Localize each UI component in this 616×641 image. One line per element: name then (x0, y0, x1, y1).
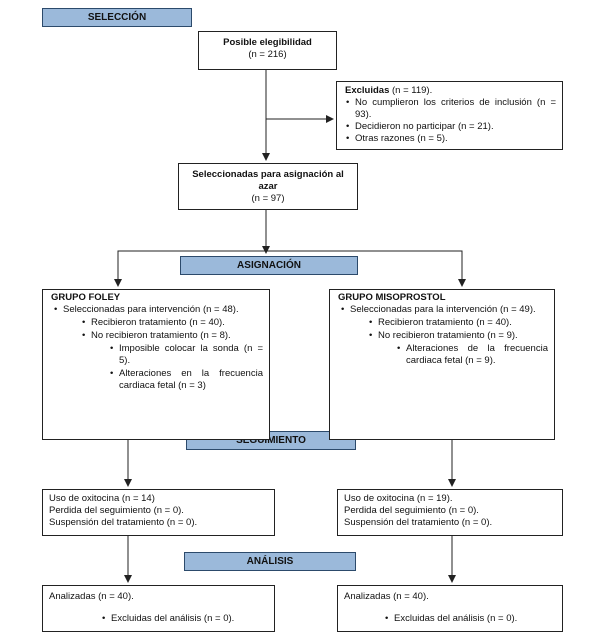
excluded-item: No cumplieron los criterios de inclusión… (346, 97, 556, 121)
miso-oxytocin: Uso de oxitocina (n = 19). (344, 493, 453, 504)
miso-title: GRUPO MISOPROSTOL (338, 292, 446, 303)
miso-excluded-analysis: Excluidas del análisis (n = 0). (385, 613, 556, 625)
foley-title: GRUPO FOLEY (51, 292, 121, 303)
miso-received: Recibieron tratamiento (n = 40). (369, 317, 548, 329)
excluded-item: Otras razones (n = 5). (346, 133, 556, 145)
excluded-item: Decidieron no participar (n = 21). (346, 121, 556, 133)
foley-excluded-analysis: Excluidas del análisis (n = 0). (102, 613, 268, 625)
miso-fhr: Alteraciones de la frecuencia cardiaca f… (397, 343, 548, 367)
miso-selected: Seleccionadas para la intervención (n = … (341, 304, 548, 367)
foley-suspended: Suspensión del tratamiento (n = 0). (49, 517, 198, 528)
foley-selected: Seleccionadas para intervención (n = 48)… (54, 304, 263, 392)
miso-suspended: Suspensión del tratamiento (n = 0). (344, 517, 493, 528)
selected-title: Seleccionadas para asignación al azar (192, 169, 344, 192)
foley-followup-box: Uso de oxitocina (n = 14) Perdida del se… (42, 489, 275, 536)
miso-followup-box: Uso de oxitocina (n = 19). Perdida del s… (337, 489, 563, 536)
eligibility-box: Posible elegibilidad (n = 216) (198, 31, 337, 70)
miso-not-received: No recibieron tratamiento (n = 9). Alter… (369, 330, 548, 367)
foley-analysis-box: Analizadas (n = 40). Excluidas del análi… (42, 585, 275, 632)
analysis-band: ANÁLISIS (184, 552, 356, 571)
miso-analysis-box: Analizadas (n = 40). Excluidas del análi… (337, 585, 563, 632)
foley-lost: Perdida del seguimiento (n = 0). (49, 505, 184, 516)
foley-received: Recibieron tratamiento (n = 40). (82, 317, 263, 329)
assignment-band: ASIGNACIÓN (180, 256, 358, 275)
miso-lost: Perdida del seguimiento (n = 0). (344, 505, 479, 516)
excluded-box: Excluidas (n = 119). No cumplieron los c… (336, 81, 563, 150)
foley-fhr: Alteraciones en la frecuencia cardiaca f… (110, 368, 263, 392)
foley-group-box: GRUPO FOLEY Seleccionadas para intervenc… (42, 289, 270, 440)
eligibility-title: Posible elegibilidad (223, 37, 312, 48)
selection-band: SELECCIÓN (42, 8, 192, 27)
excluded-count: (n = 119). (389, 85, 433, 96)
foley-oxytocin: Uso de oxitocina (n = 14) (49, 493, 155, 504)
foley-not-received-text: No recibieron tratamiento (n = 8). (91, 330, 231, 341)
miso-analyzed: Analizadas (n = 40). (344, 591, 429, 602)
selected-box: Seleccionadas para asignación al azar (n… (178, 163, 358, 210)
foley-selected-text: Seleccionadas para intervención (n = 48)… (63, 304, 239, 315)
selected-count: (n = 97) (251, 193, 285, 204)
eligibility-count: (n = 216) (248, 49, 287, 60)
foley-no-probe: Imposible colocar la sonda (n = 5). (110, 343, 263, 367)
foley-analyzed: Analizadas (n = 40). (49, 591, 134, 602)
miso-not-received-text: No recibieron tratamiento (n = 9). (378, 330, 518, 341)
miso-group-box: GRUPO MISOPROSTOL Seleccionadas para la … (329, 289, 555, 440)
miso-selected-text: Seleccionadas para la intervención (n = … (350, 304, 536, 315)
foley-not-received: No recibieron tratamiento (n = 8). Impos… (82, 330, 263, 392)
excluded-title: Excluidas (345, 85, 390, 96)
